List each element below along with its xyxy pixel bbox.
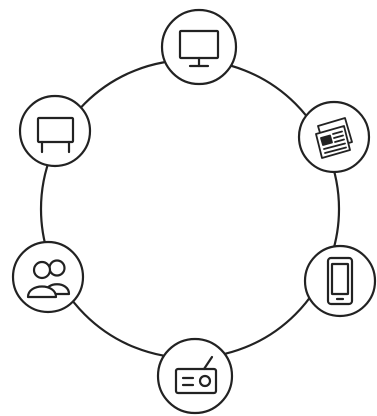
node-circle <box>18 94 92 168</box>
node-people <box>11 240 85 314</box>
node-billboard <box>18 94 92 168</box>
node-circle <box>303 244 377 318</box>
newspaper-icon <box>315 117 353 159</box>
node-circle <box>156 337 234 415</box>
node-circle <box>11 240 85 314</box>
node-radio <box>156 337 234 415</box>
cycle-ring <box>39 58 341 360</box>
billboard-icon <box>36 116 75 154</box>
node-circle <box>160 8 238 86</box>
radio-icon <box>174 355 218 395</box>
node-newspaper <box>297 100 371 174</box>
mobile-phone-icon <box>326 256 354 306</box>
node-mobile <box>303 244 377 318</box>
node-tv <box>160 8 238 86</box>
tv-monitor-icon <box>178 29 220 68</box>
people-group-icon <box>26 259 71 299</box>
